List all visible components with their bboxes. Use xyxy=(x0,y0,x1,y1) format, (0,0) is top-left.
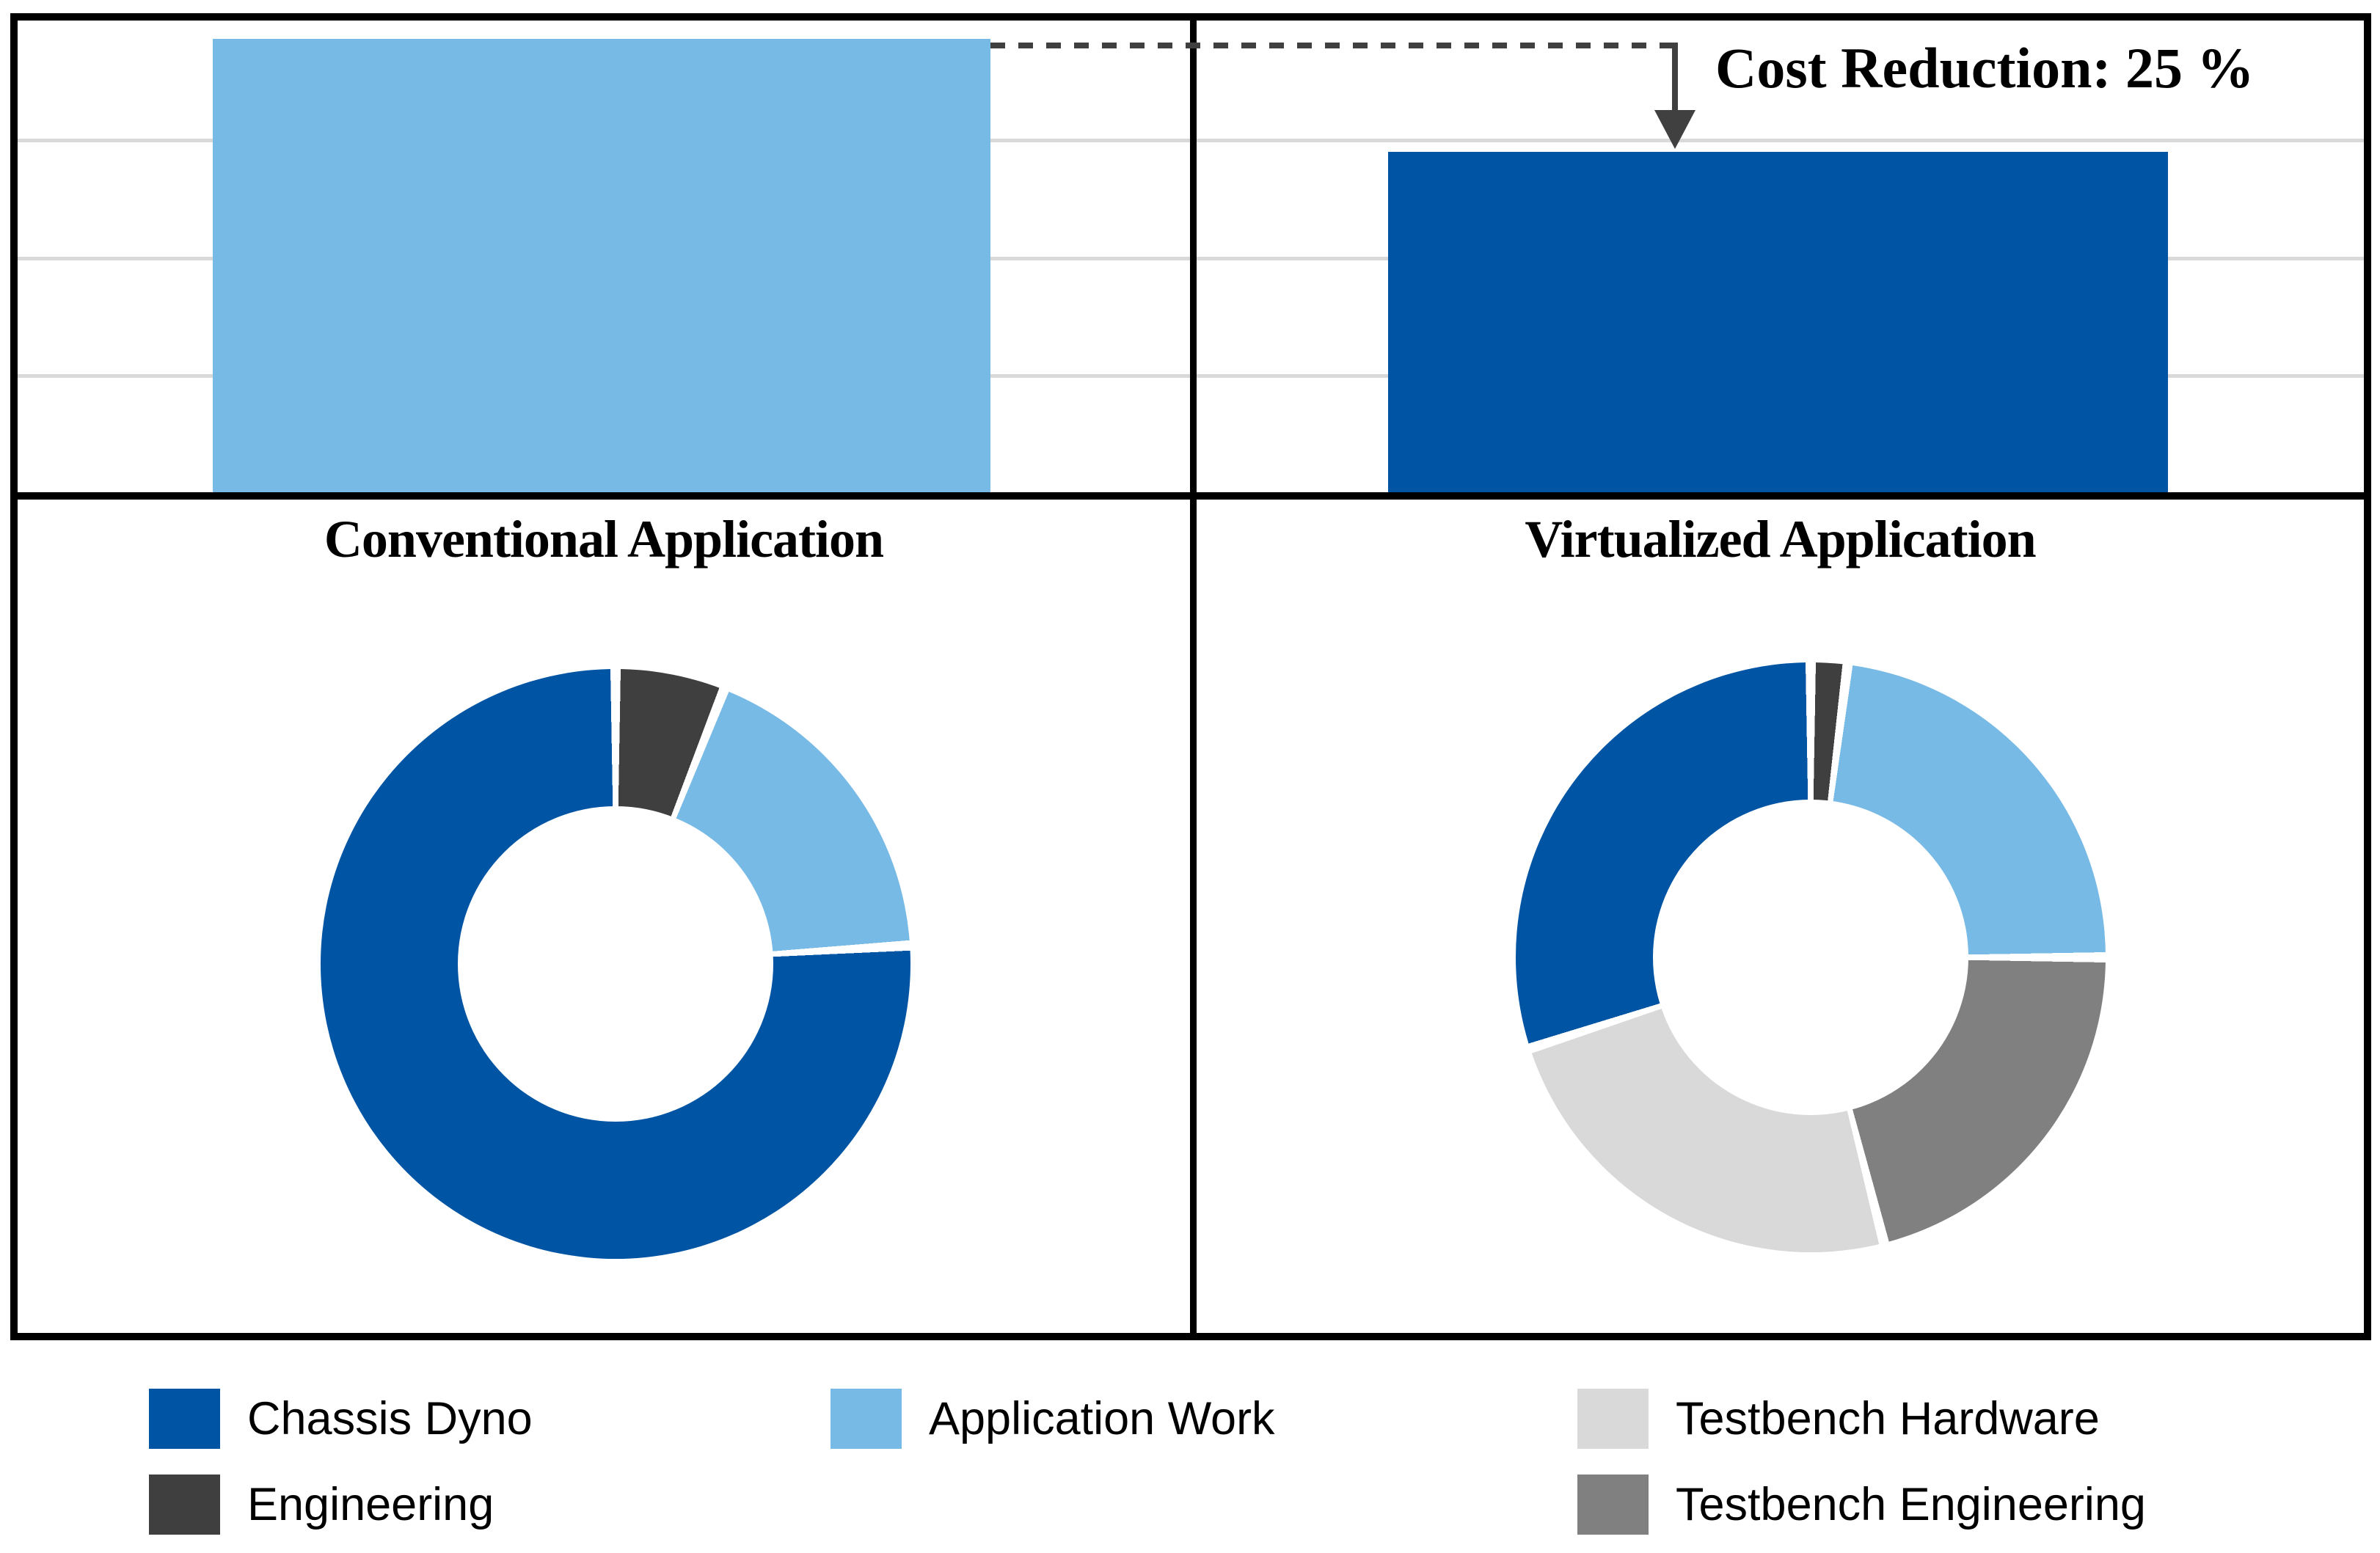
cost-reduction-dashed-line xyxy=(990,43,1675,48)
legend-swatch-application-work xyxy=(831,1389,902,1449)
legend-swatch-engineering xyxy=(149,1475,220,1535)
legend-label: Testbench Engineering xyxy=(1676,1479,2146,1530)
legend-swatch-testbench-hardware xyxy=(1577,1389,1649,1449)
legend-item-testbench-hardware: Testbench Hardware xyxy=(1577,1389,2100,1449)
legend-label: Testbench Hardware xyxy=(1676,1393,2100,1444)
title-conventional-application: Conventional Application xyxy=(324,510,884,569)
legend-label: Chassis Dyno xyxy=(247,1393,533,1444)
title-virtualized-application: Virtualized Application xyxy=(1525,510,2036,569)
donut-chart-conventional xyxy=(321,669,910,1259)
legend-swatch-chassis-dyno xyxy=(149,1389,220,1449)
donut-hole xyxy=(458,806,773,1122)
bar-virtualized-cost xyxy=(1388,152,2168,492)
legend-label: Application Work xyxy=(929,1393,1275,1444)
legend-label: Engineering xyxy=(247,1479,494,1530)
donut-chart-virtualized xyxy=(1516,662,2106,1252)
cost-reduction-arrow-shaft xyxy=(1672,43,1678,112)
donut-hole xyxy=(1653,800,1968,1115)
cost-reduction-arrow-head-icon xyxy=(1654,110,1695,149)
legend-swatch-testbench-engineering xyxy=(1577,1475,1649,1535)
legend-item-application-work: Application Work xyxy=(831,1389,1275,1449)
legend-item-testbench-engineering: Testbench Engineering xyxy=(1577,1475,2146,1535)
legend-item-chassis-dyno: Chassis Dyno xyxy=(149,1389,533,1449)
panel-vertical-divider xyxy=(1190,13,1197,1340)
panel-horizontal-divider xyxy=(10,492,2371,500)
cost-reduction-label: Cost Reduction: 25 % xyxy=(1715,36,2255,100)
bar-conventional-cost xyxy=(213,38,990,492)
legend-item-engineering: Engineering xyxy=(149,1475,494,1535)
